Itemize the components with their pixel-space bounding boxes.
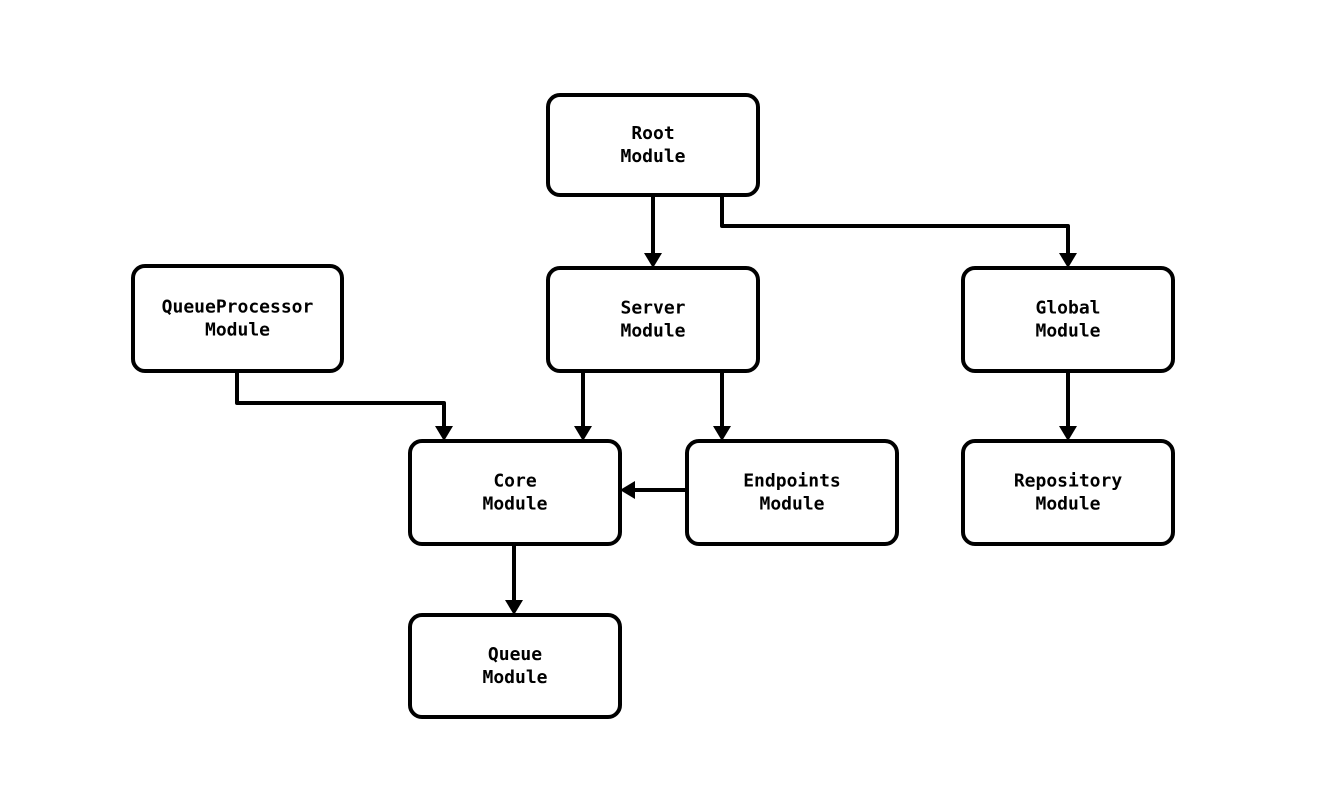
node-box[interactable] xyxy=(546,266,760,373)
arrowhead-icon xyxy=(505,600,523,615)
node-label-line2: Module xyxy=(482,667,547,688)
node-label-line2: Module xyxy=(1035,321,1100,342)
node-box[interactable] xyxy=(961,266,1175,373)
arrowhead-icon xyxy=(435,426,453,441)
node-label-line1: Server xyxy=(620,298,685,319)
edge-server-core xyxy=(574,371,592,441)
arrowhead-icon xyxy=(713,426,731,441)
node-label-line1: Endpoints xyxy=(743,471,841,492)
node-label-line1: Global xyxy=(1035,298,1100,319)
node-box[interactable] xyxy=(961,439,1175,546)
edge-root-global xyxy=(720,195,1077,268)
edges-layer xyxy=(235,195,1077,615)
edge-line xyxy=(720,195,1070,255)
arrowhead-icon xyxy=(1059,253,1077,268)
node-label-line2: Module xyxy=(1035,494,1100,515)
edge-global-repository xyxy=(1059,371,1077,441)
node-label-line1: Repository xyxy=(1014,471,1123,492)
edge-server-endpoints xyxy=(713,371,731,441)
node-box[interactable] xyxy=(546,93,760,197)
edge-line xyxy=(235,371,446,428)
node-label-line1: Root xyxy=(631,123,674,144)
node-box[interactable] xyxy=(408,613,622,719)
node-label-line1: Core xyxy=(493,471,537,492)
edge-queueprocessor-core xyxy=(235,371,453,441)
node-label-line2: Module xyxy=(482,494,547,515)
node-box[interactable] xyxy=(408,439,622,546)
arrowhead-icon xyxy=(644,253,662,268)
edge-root-server xyxy=(644,195,662,268)
node-label-line2: Module xyxy=(205,320,270,341)
node-label-line1: QueueProcessor xyxy=(162,297,314,318)
edge-core-queue xyxy=(505,544,523,615)
node-label-line1: Queue xyxy=(488,644,542,665)
edge-endpoints-core xyxy=(620,481,687,499)
node-box[interactable] xyxy=(131,264,344,373)
arrowhead-icon xyxy=(574,426,592,441)
node-label-line2: Module xyxy=(620,146,685,167)
arrowhead-icon xyxy=(1059,426,1077,441)
arrowhead-icon xyxy=(620,481,635,499)
node-box[interactable] xyxy=(685,439,899,546)
node-label-line2: Module xyxy=(620,321,685,342)
node-label-line2: Module xyxy=(759,494,824,515)
